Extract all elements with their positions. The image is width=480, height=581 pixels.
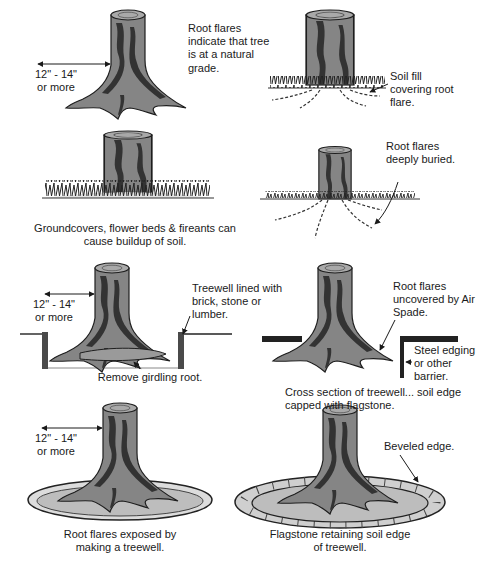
callout-text: Root flares deeply buried. — [386, 140, 458, 166]
lined-treewell-part — [20, 333, 45, 334]
callout-text: Remove girdling root. — [90, 371, 210, 384]
callout-text: Treewell lined with brick, stone or lumb… — [192, 282, 284, 322]
lined-treewell-part — [181, 333, 232, 334]
lined-treewell-part — [178, 332, 184, 369]
caption-text: Cross section of treewell... soil edge c… — [285, 386, 465, 412]
callout-text: Beveled edge. — [384, 440, 464, 453]
soil-fill-tree-part — [268, 88, 386, 89]
natural-grade-tree-part — [38, 64, 110, 65]
treewell-cross-section-part — [380, 320, 395, 350]
dimension-label: 12" - 14" or more — [28, 298, 80, 324]
treewell-cross-section-part — [400, 336, 458, 342]
flagstone-treewell — [235, 405, 445, 528]
buried-flare-tree-part — [375, 182, 398, 224]
treewell-cross-section-part — [273, 263, 393, 372]
treewell-cross-section-part — [400, 342, 404, 378]
dimension-label: 12" - 14" or more — [30, 68, 82, 94]
flagstone-treewell-part — [400, 455, 418, 482]
callout-text: Soil fill covering root flare. — [390, 70, 462, 110]
buried-flare-tree-part — [275, 200, 382, 238]
lined-treewell-part — [42, 332, 48, 369]
callout-text: Root flares indicate that tree is at a n… — [188, 22, 274, 75]
soil-fill-tree-part — [306, 10, 354, 85]
lined-treewell-part — [134, 362, 140, 369]
treewell-plain-part — [58, 403, 178, 512]
groundcover-tree-part — [45, 180, 210, 196]
groundcover-tree — [42, 131, 214, 198]
lined-treewell-part — [48, 368, 178, 369]
treewell-plain-part — [42, 428, 102, 429]
buried-flare-tree-part — [260, 199, 420, 200]
callout-text: Root flares uncovered by Air Spade. — [393, 280, 475, 320]
groundcover-tree-part — [42, 198, 214, 199]
callout-text: Steel edging or other barrier. — [414, 344, 476, 384]
natural-grade-tree — [38, 10, 186, 119]
caption-text: Root flares exposed by making a treewell… — [52, 528, 188, 554]
lined-treewell-part — [183, 316, 190, 334]
soil-fill-tree — [268, 10, 388, 108]
lined-treewell-part — [45, 294, 94, 295]
caption-text: Groundcovers, flower beds & fireants can… — [20, 222, 250, 248]
soil-fill-tree-part — [370, 84, 388, 92]
soil-fill-tree-part — [270, 76, 385, 88]
lined-treewell-part — [80, 348, 166, 360]
treewell-cross-section-part — [262, 336, 302, 342]
soil-fill-tree-part — [272, 90, 380, 108]
flagstone-treewell-part — [278, 405, 398, 514]
treewell-plain — [28, 403, 212, 520]
dimension-label: 12" - 14" or more — [30, 432, 82, 458]
caption-text: Flagstone retaining soil edge of treewel… — [265, 528, 415, 554]
treewell-cross-section-part — [406, 362, 412, 363]
